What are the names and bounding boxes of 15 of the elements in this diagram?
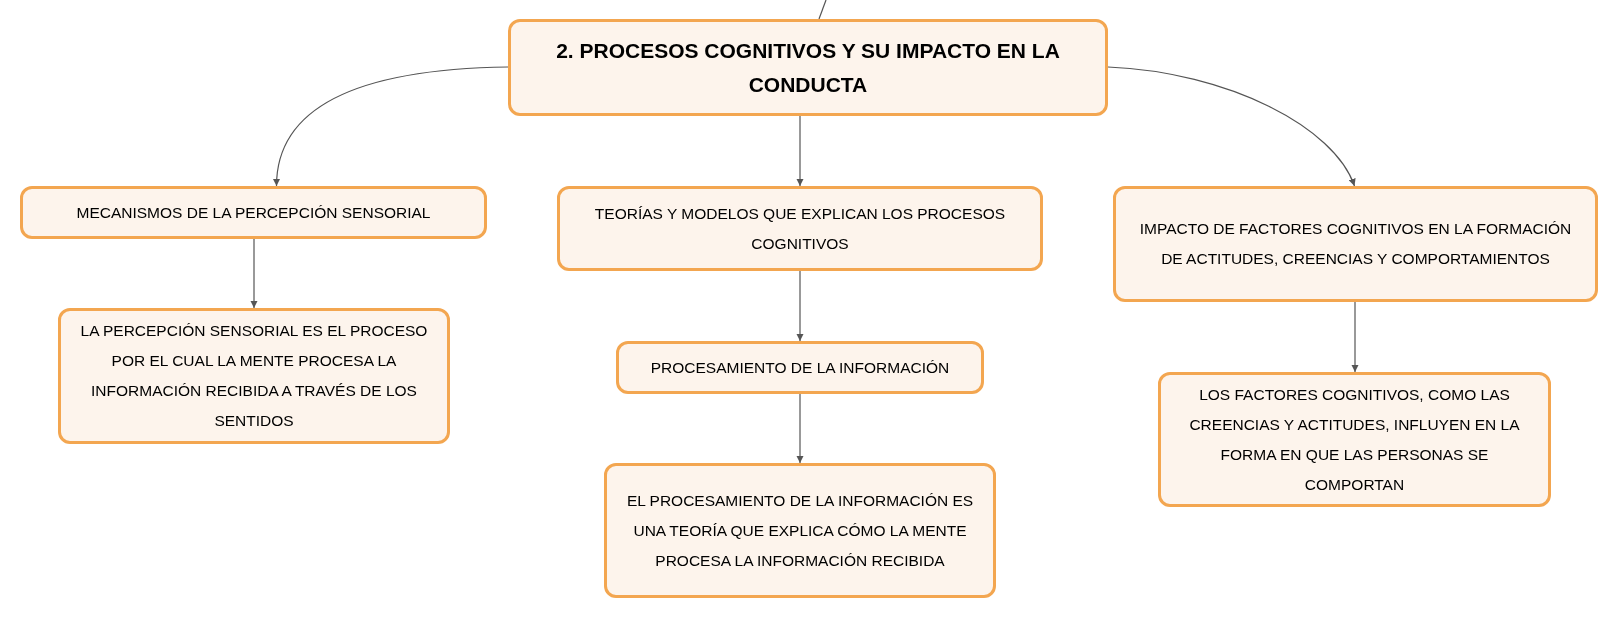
topic-box: LA PERCEPCIÓN SENSORIAL ES EL PROCESO POR EL CUAL LA MENTE PROCESA LA INFORMACIÓN RECIBIDA A TRAVÉS DE LOS SENTIDOS: [58, 308, 450, 444]
connector-arrow: [796, 393, 804, 464]
connector-arrow: [1351, 301, 1359, 373]
connector-arrow: [796, 270, 804, 342]
title-box: 2. PROCESOS COGNITIVOS Y SU IMPACTO EN LA CONDUCTA: [508, 19, 1108, 116]
connector-arrow: [273, 66, 509, 187]
topic-box: IMPACTO DE FACTORES COGNITIVOS EN LA FORMACIÓN DE ACTITUDES, CREENCIAS Y COMPORTAMIENTOS: [1113, 186, 1598, 302]
topic-box: PROCESAMIENTO DE LA INFORMACIÓN: [616, 341, 984, 394]
topic-box: TEORÍAS Y MODELOS QUE EXPLICAN LOS PROCESOS COGNITIVOS: [557, 186, 1043, 271]
topic-box: LOS FACTORES COGNITIVOS, COMO LAS CREENCIAS Y ACTITUDES, INFLUYEN EN LA FORMA EN QUE LAS PERSONAS SE COMPORTAN: [1158, 372, 1551, 507]
connector-arrow: [250, 238, 258, 309]
topic-box: MECANISMOS DE LA PERCEPCIÓN SENSORIAL: [20, 186, 487, 239]
connector-arrow: [1107, 66, 1356, 187]
connector-arrow: [796, 115, 804, 187]
topic-box: EL PROCESAMIENTO DE LA INFORMACIÓN ES UNA TEORÍA QUE EXPLICA CÓMO LA MENTE PROCESA LA INFORMACIÓN RECIBIDA: [604, 463, 996, 598]
